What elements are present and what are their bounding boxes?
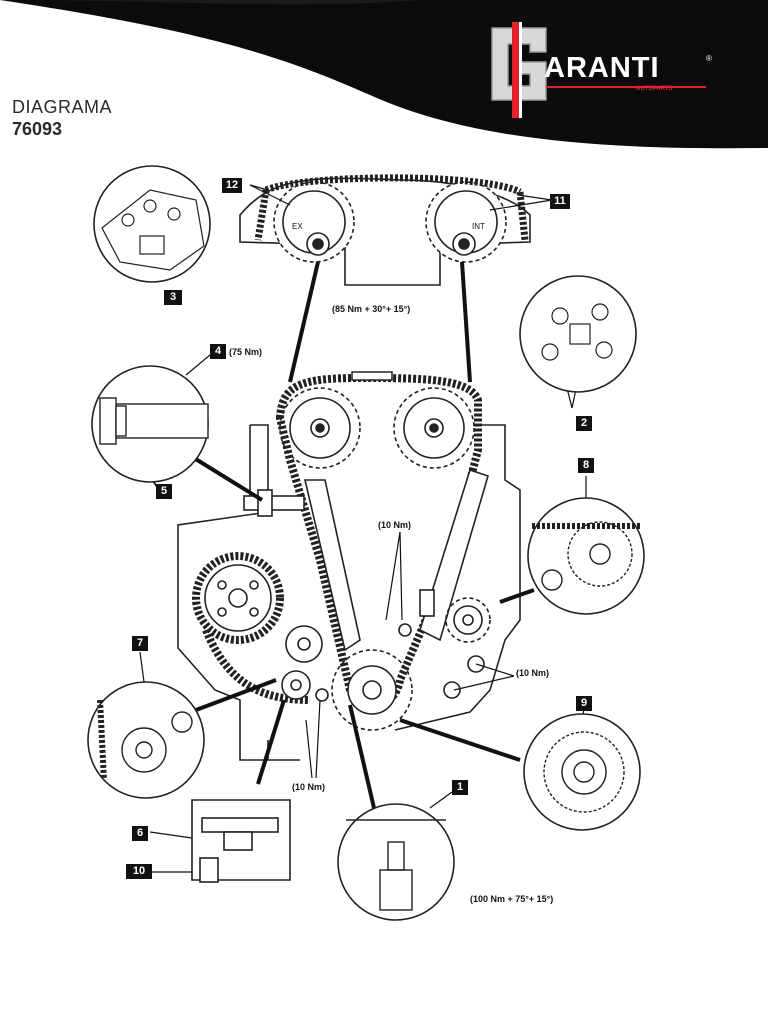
main-cam-sprockets — [279, 387, 475, 469]
timing-chain-diagram: EX INT — [87, 165, 645, 921]
callout-10: 10 — [126, 864, 152, 879]
lower-sprockets — [281, 597, 491, 731]
chain-guides — [303, 468, 489, 652]
leader-lines — [192, 261, 535, 809]
logo-underline — [546, 86, 706, 88]
callout-12: 12 — [222, 178, 242, 193]
sensor-detail — [191, 799, 291, 883]
callout-9: 9 — [576, 696, 592, 711]
camshaft-inset — [239, 174, 531, 286]
diagram-code: 76093 — [12, 119, 63, 139]
torque-guide-lower: (10 Nm) — [292, 782, 326, 792]
logo-tagline: AUTOPARTS — [636, 86, 673, 92]
logo-wordmark: ARANTI — [544, 52, 660, 84]
callout-1: 1 — [452, 780, 468, 795]
callout-11: 11 — [550, 194, 570, 209]
callout-8: 8 — [578, 458, 594, 473]
exhaust-mark: EX — [292, 222, 303, 231]
callout-3: 3 — [164, 290, 182, 305]
callout-2: 2 — [576, 416, 592, 431]
timing-chain — [275, 371, 482, 710]
registered-mark: ® — [706, 54, 712, 63]
header-banner — [0, 0, 768, 149]
intake-mark: INT — [472, 222, 485, 231]
callout-4: 4 — [210, 344, 226, 359]
torque-tensioner: (75 Nm) — [229, 347, 263, 357]
diagram-label: DIAGRAMA — [12, 97, 113, 117]
garanti-logo: ARANTI ® AUTOPARTS — [484, 22, 724, 120]
torque-crankshaft: (100 Nm + 75°+ 15°) — [470, 894, 554, 904]
torque-guide-right: (10 Nm) — [516, 668, 550, 678]
detail-insets — [87, 165, 645, 921]
callout-5: 5 — [156, 484, 172, 499]
torque-guide-upper: (10 Nm) — [378, 520, 412, 530]
callout-7: 7 — [132, 636, 148, 651]
torque-camshaft: (85 Nm + 30°+ 15°) — [332, 304, 411, 314]
document-title: DIAGRAMA 76093 — [12, 96, 112, 140]
callout-6: 6 — [132, 826, 148, 841]
